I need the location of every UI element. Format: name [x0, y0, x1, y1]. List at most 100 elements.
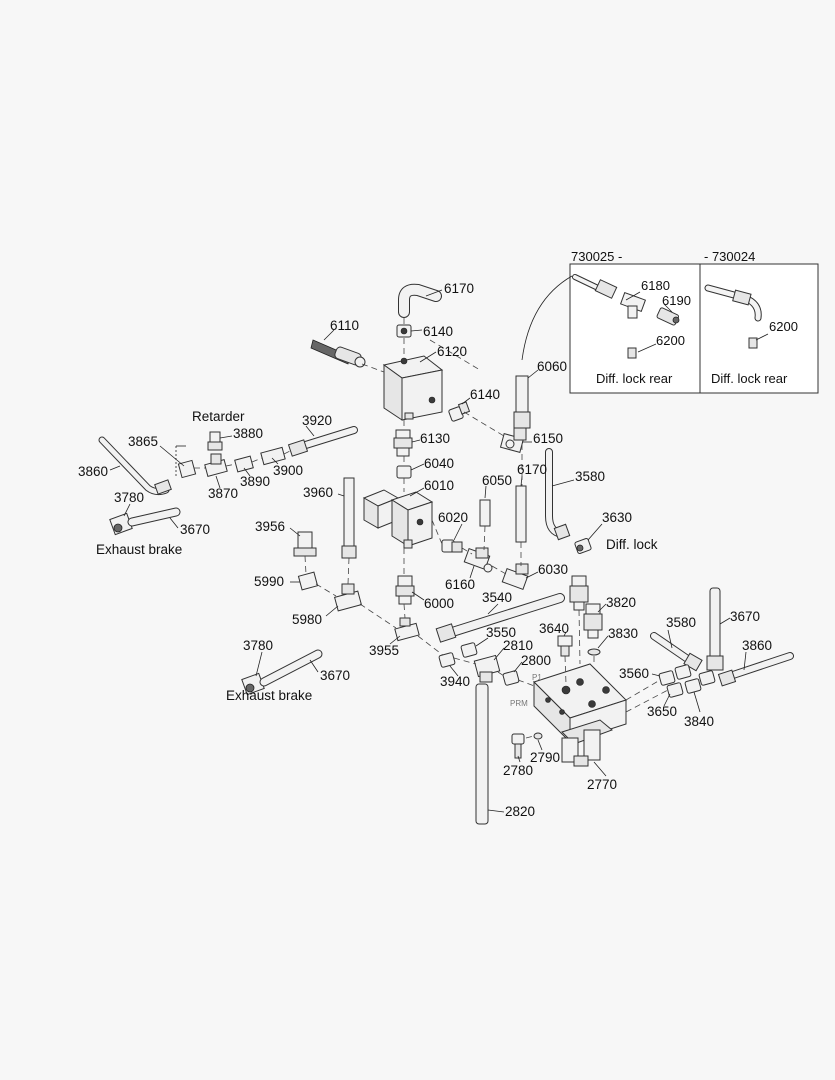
- leader-3540: [487, 603, 499, 615]
- fitting-6000: [395, 575, 415, 605]
- part-number-6040: 6040: [424, 456, 454, 471]
- part-number-3870: 3870: [208, 486, 238, 501]
- leader-3960: [337, 493, 345, 497]
- part-number-6010: 6010: [424, 478, 454, 493]
- inset-left-range: 730025 -: [571, 249, 622, 264]
- dash-ad: [578, 609, 581, 665]
- part-number-3780-bottom: 3780: [243, 638, 273, 653]
- caption-exhaust-brake-top: Exhaust brake: [96, 542, 182, 557]
- leader-2770: [593, 761, 607, 777]
- part-number-3865: 3865: [128, 434, 158, 449]
- caption-diff-lock: Diff. lock: [606, 537, 658, 552]
- inset-right-caption: Diff. lock rear: [711, 371, 788, 386]
- leader-3670-top: [169, 517, 179, 529]
- dash-u: [315, 583, 337, 597]
- dash-af: [564, 655, 567, 685]
- fitting-5990: [297, 571, 319, 591]
- leader-6010: [409, 487, 425, 497]
- fitting-3630: [574, 538, 592, 554]
- part-number-3540: 3540: [482, 590, 512, 605]
- dash-s: [283, 449, 293, 455]
- part-number-3580-bottom: 3580: [666, 615, 696, 630]
- leader-6050: [484, 485, 487, 499]
- dash-ab: [517, 679, 541, 689]
- part-number-3830: 3830: [608, 626, 638, 641]
- left-upper-group: [98, 425, 358, 536]
- caption-exhaust-brake-bottom: Exhaust brake: [226, 688, 312, 703]
- part-number-6060: 6060: [537, 359, 567, 374]
- block-mark-p1: P1: [532, 673, 542, 682]
- fitting-2800: [502, 670, 520, 686]
- switch-3820: [569, 575, 603, 639]
- part-number-2820: 2820: [505, 804, 535, 819]
- leader-3880: [219, 435, 233, 439]
- part-number-3560: 3560: [619, 666, 649, 681]
- leader-2810: [493, 647, 505, 661]
- lower-center-group: [435, 593, 565, 825]
- hose-3580-bottom: [650, 632, 703, 672]
- inset-elbow-hose: [704, 284, 762, 322]
- fitting-6130: [393, 429, 413, 457]
- leader-2800: [513, 661, 523, 673]
- inset-hose-6180: [572, 274, 618, 299]
- part-number-2810: 2810: [503, 638, 533, 653]
- oring-3830: [587, 648, 601, 656]
- block-mark-prm: PRM: [510, 699, 528, 708]
- hose-3960: [341, 477, 357, 559]
- leader-3820: [597, 603, 607, 613]
- leader-2820: [487, 809, 505, 813]
- hose-6170-mid: [515, 485, 527, 543]
- leader-6030: [525, 571, 539, 579]
- dash-ag: [625, 679, 661, 701]
- hose-3860-right: [717, 652, 794, 687]
- dash-z: [453, 657, 477, 665]
- leader-6020: [453, 523, 463, 541]
- inset-nipple-6200-left: [627, 347, 637, 359]
- part-number-2790: 2790: [530, 750, 560, 765]
- part-number-6160: 6160: [445, 577, 475, 592]
- leader-3840: [693, 691, 701, 713]
- fittings-3560: [658, 664, 692, 686]
- left-lower-group: [241, 649, 323, 696]
- part-number-3880: 3880: [233, 426, 263, 441]
- elbow-6170-top: [398, 283, 442, 318]
- dash-g: [361, 363, 385, 373]
- part-number-3860-right: 3860: [742, 638, 772, 653]
- leader-3630: [587, 523, 603, 541]
- tee-3870: [204, 453, 228, 477]
- leader-3900: [271, 457, 279, 465]
- part-number-2780: 2780: [503, 763, 533, 778]
- leader-6180: [625, 291, 641, 301]
- part-number-labels: 6170 6110 6140 6120 6060 6140 6150 6130 …: [78, 281, 772, 819]
- part-number-3860-top: 3860: [78, 464, 108, 479]
- inset-connector-curve: [521, 275, 573, 361]
- inset-part-6200-right: 6200: [769, 319, 798, 334]
- dash-f: [463, 411, 505, 437]
- leader-3650: [663, 693, 671, 707]
- hose-6050: [479, 499, 491, 527]
- fitting-6020: [441, 539, 463, 553]
- inset-part-6190: 6190: [662, 293, 691, 308]
- dash-w: [359, 603, 397, 629]
- part-number-3820: 3820: [606, 595, 636, 610]
- part-number-3630: 3630: [602, 510, 632, 525]
- leader-2790: [537, 739, 543, 751]
- hose-3670-bottom: [259, 649, 323, 687]
- valve-6010: [362, 489, 434, 549]
- tee-6160: [463, 547, 493, 573]
- caption-retarder: Retarder: [192, 409, 245, 424]
- leader-6160: [469, 565, 475, 579]
- dash-n: [491, 565, 507, 575]
- fitting-3955: [394, 617, 420, 642]
- leader-5980: [325, 605, 339, 617]
- dash-v: [347, 557, 350, 585]
- dash-y: [417, 635, 445, 657]
- dash-r: [251, 457, 263, 463]
- part-number-2800: 2800: [521, 653, 551, 668]
- leader-3865: [159, 445, 185, 467]
- hose-3580-top: [545, 448, 571, 541]
- part-number-6110: 6110: [330, 318, 359, 333]
- leader-6140-top: [410, 329, 423, 332]
- leader-6200-right: [755, 333, 769, 341]
- middle-valve-group: [362, 444, 539, 605]
